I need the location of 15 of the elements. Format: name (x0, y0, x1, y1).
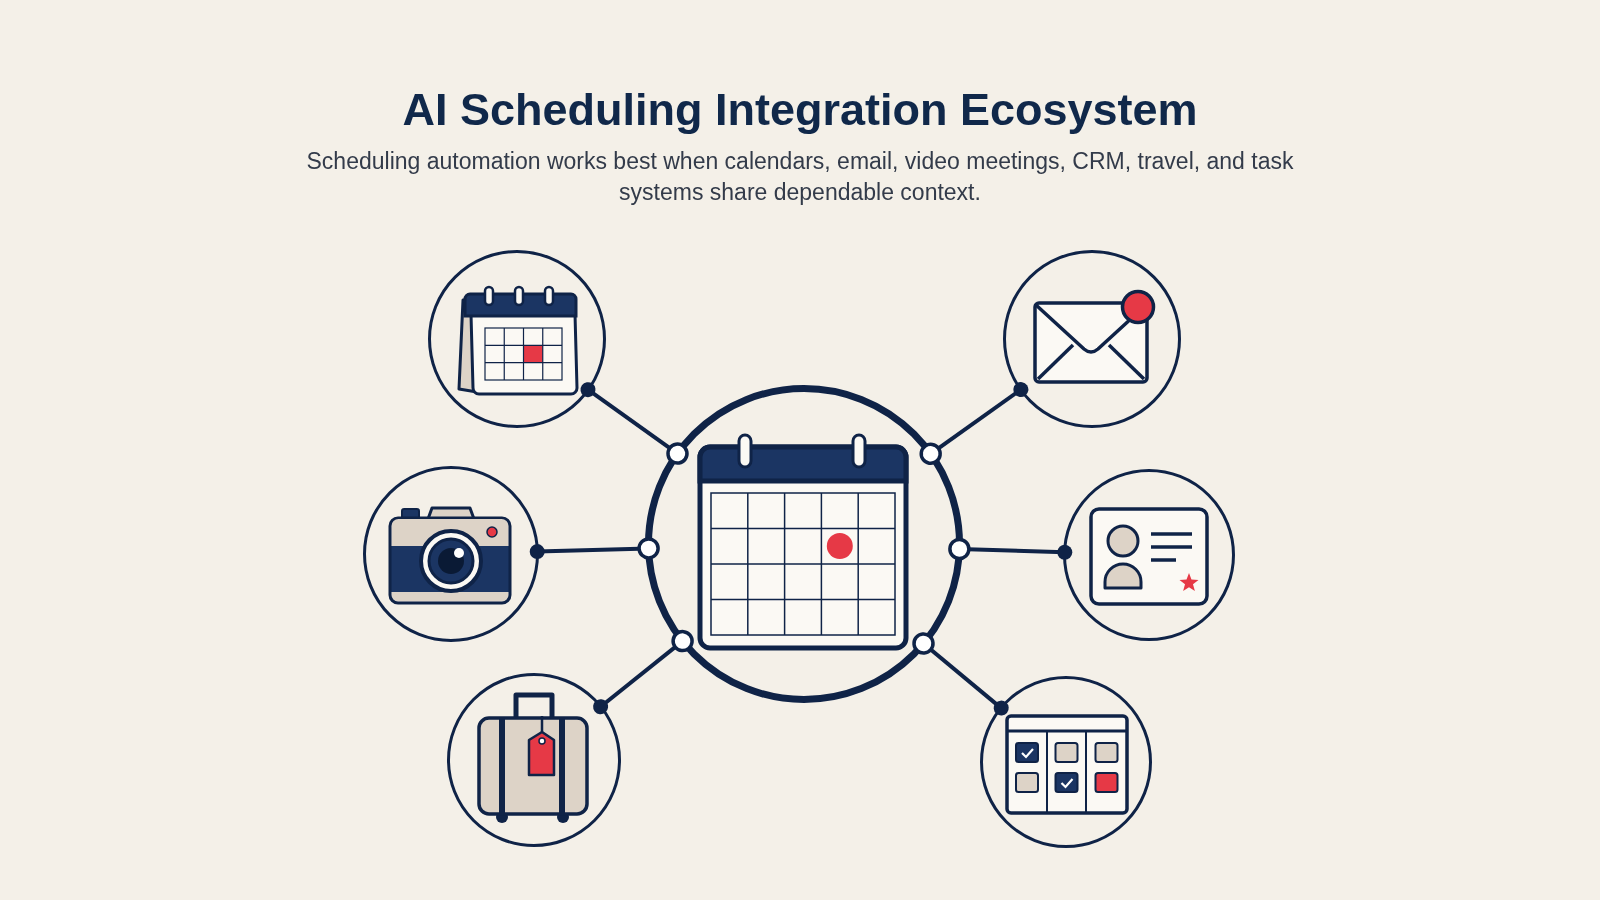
connector-line (529, 537, 660, 560)
integration-circle (447, 673, 621, 847)
connector-line (948, 537, 1073, 561)
connector-line (580, 382, 689, 465)
subtitle: Scheduling automation works best when calendars, email, video meetings, CRM, travel, and task systems share dependable context. (305, 147, 1295, 207)
integration-circle (980, 676, 1152, 848)
connector-line (912, 632, 1009, 716)
connector-line (593, 629, 694, 715)
integration-circle (1063, 469, 1235, 641)
integration-circle (428, 250, 606, 428)
connector-line (919, 382, 1029, 466)
integration-circle (363, 466, 539, 642)
integration-circle (1003, 250, 1181, 428)
hub-circle (645, 385, 963, 703)
title: AI Scheduling Integration Ecosystem (401, 83, 1199, 137)
